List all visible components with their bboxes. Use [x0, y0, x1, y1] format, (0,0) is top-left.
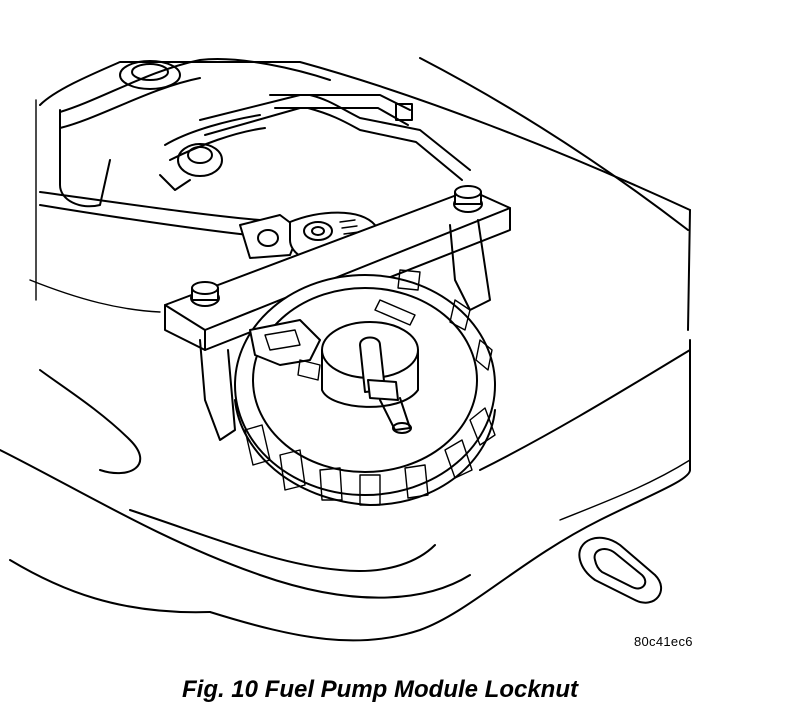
figure-caption: Fig. 10 Fuel Pump Module Locknut — [0, 676, 800, 704]
hose-assembly — [59, 58, 471, 208]
tank-body — [0, 57, 691, 642]
pump-module — [249, 319, 419, 434]
tank-oval-feature — [578, 536, 662, 604]
figure-code: 80c41ec6 — [634, 634, 693, 649]
figure-caption-text: Fig. 10 Fuel Pump Module Locknut — [181, 676, 578, 703]
spanner-tool-bar — [164, 185, 511, 441]
